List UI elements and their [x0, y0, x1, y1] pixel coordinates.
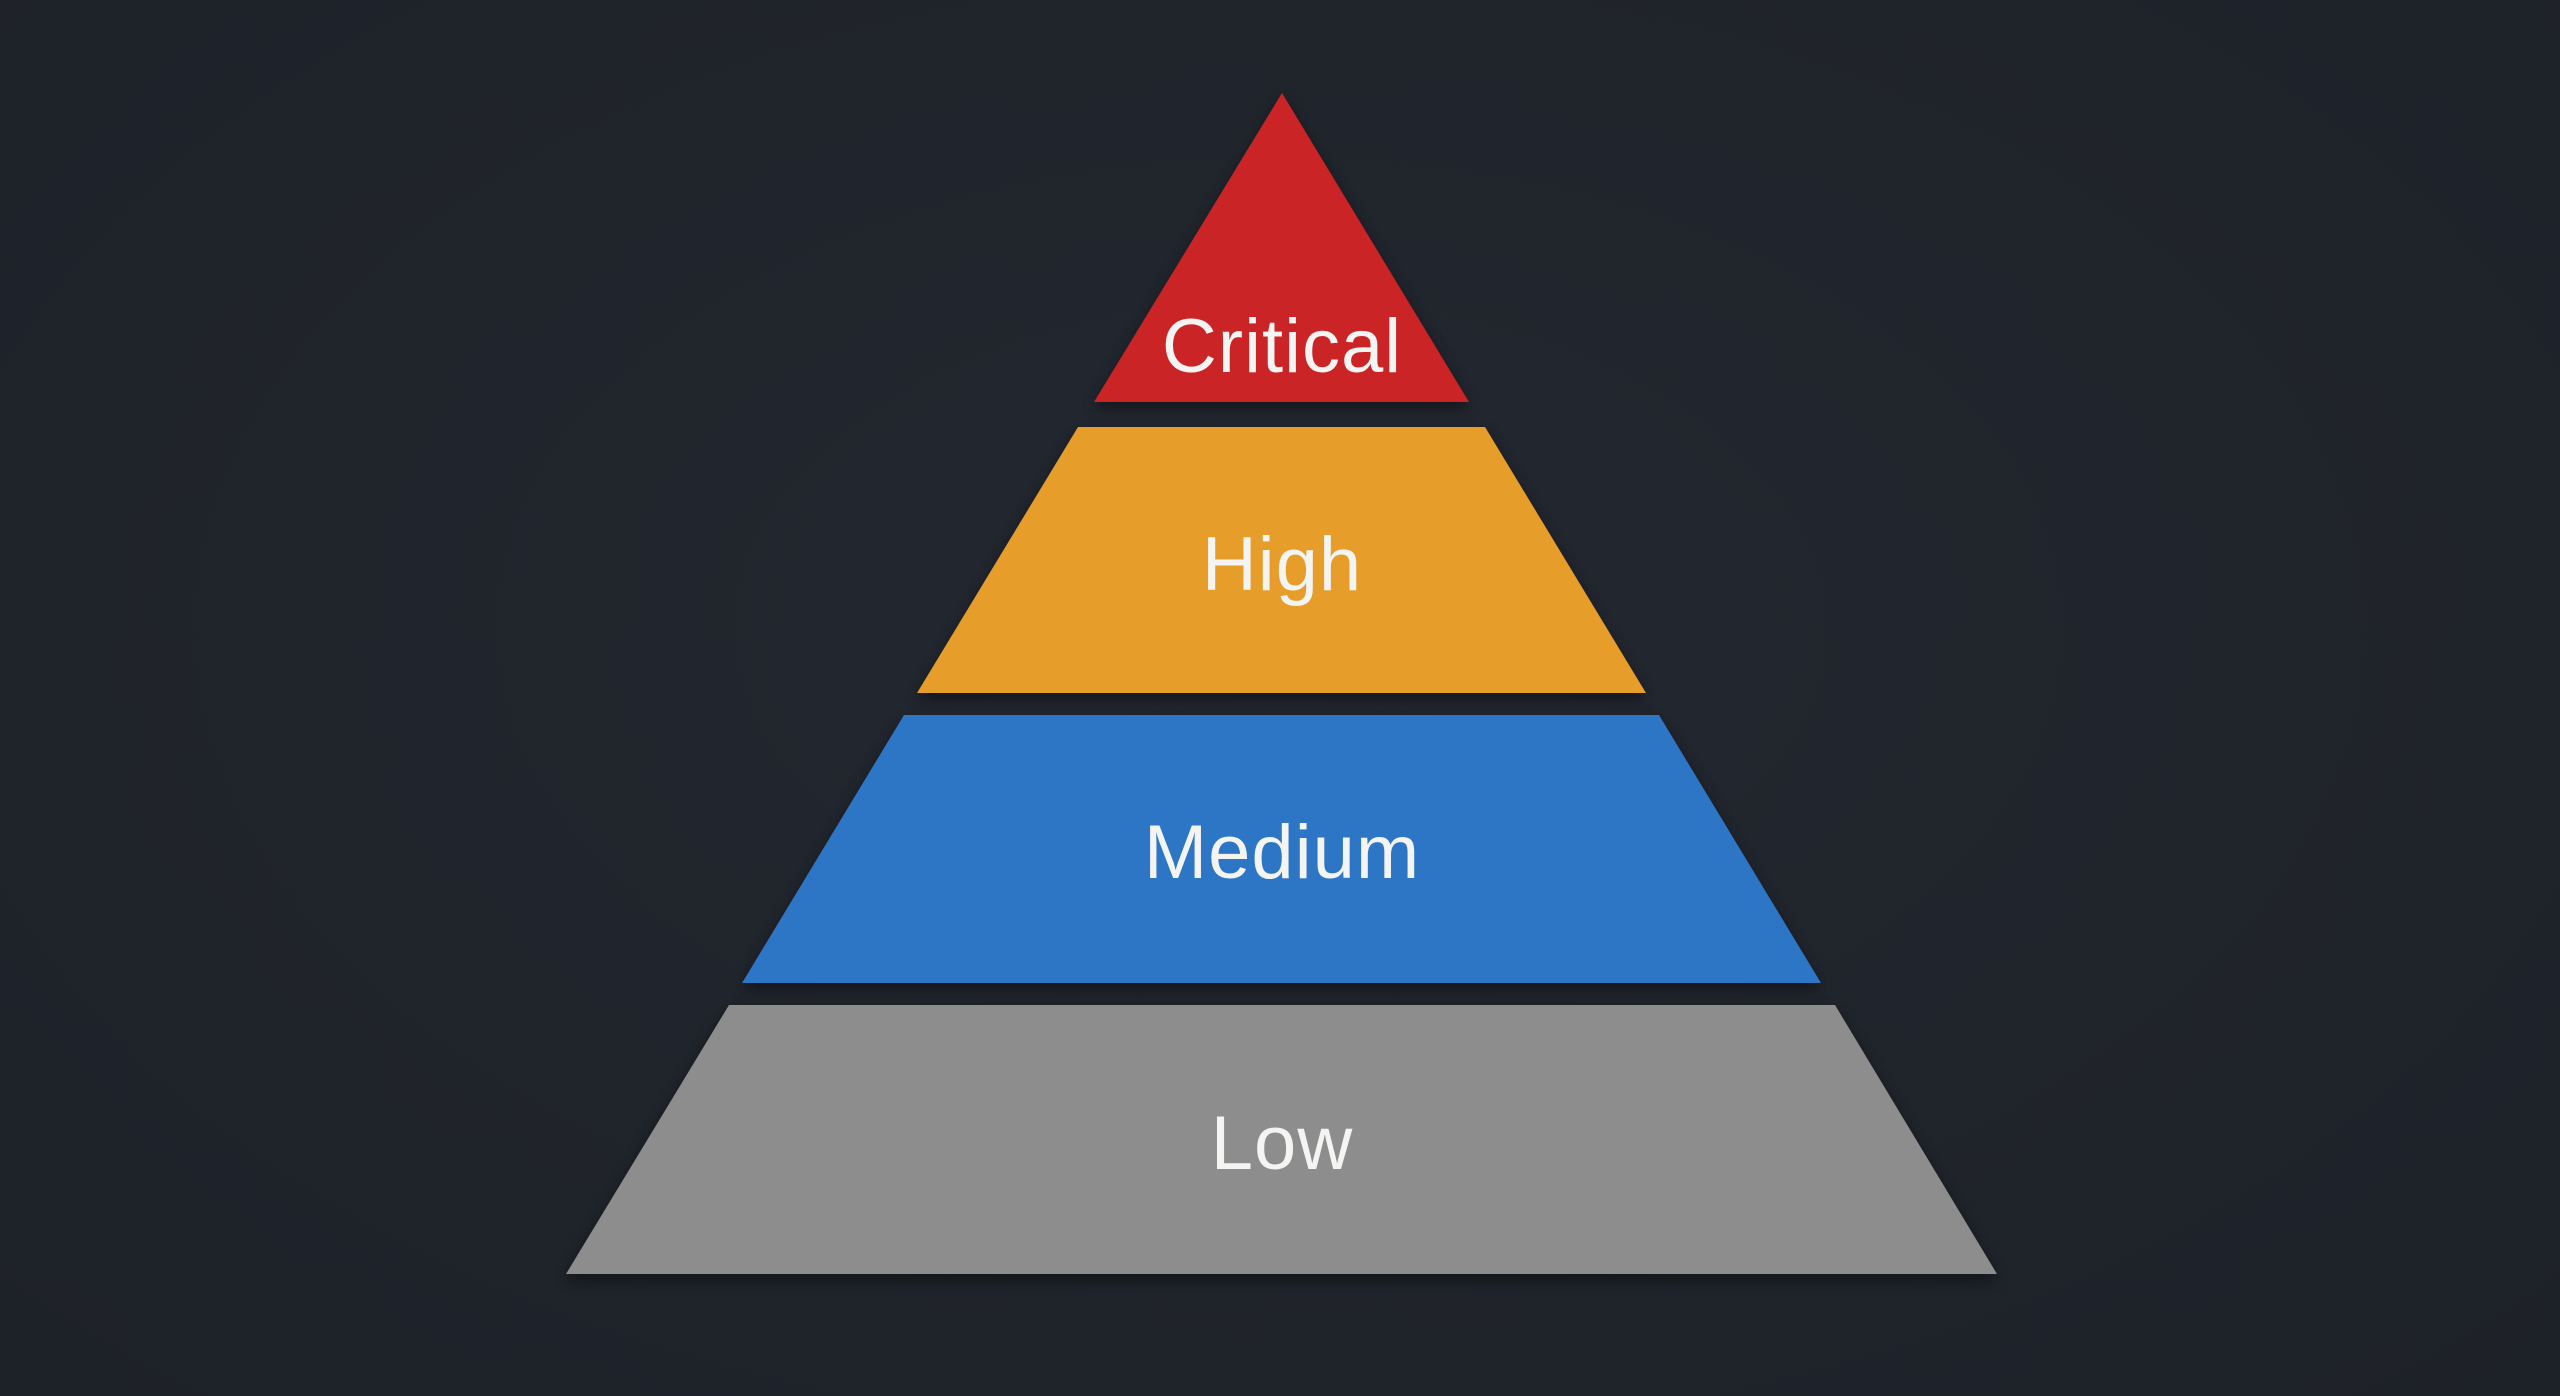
pyramid-level-critical	[1094, 93, 1469, 402]
pyramid-level-medium-label: Medium	[1144, 810, 1420, 895]
pyramid-level-low	[566, 1005, 1997, 1274]
pyramid-level-low-label: Low	[1211, 1101, 1354, 1186]
pyramid-level-high	[917, 427, 1646, 693]
pyramid-level-critical-label: Critical	[1162, 304, 1402, 389]
pyramid-level-high-label: High	[1202, 522, 1362, 607]
pyramid-level-medium	[742, 715, 1821, 983]
